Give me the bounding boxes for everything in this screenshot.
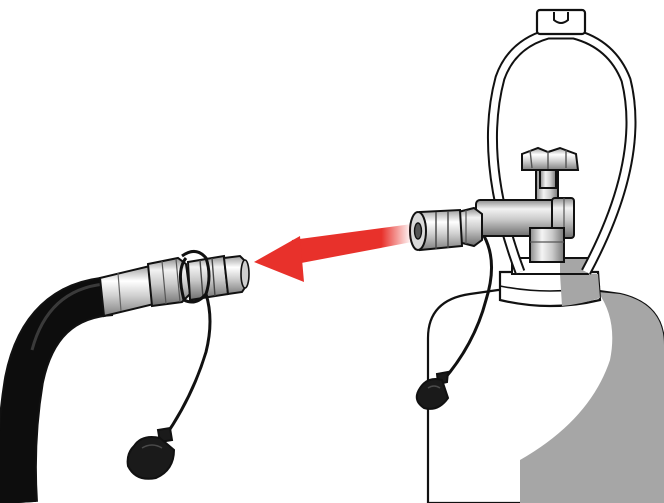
dust-cap-icon bbox=[128, 428, 174, 479]
hose-icon bbox=[17, 284, 112, 503]
disconnect-arrow-icon bbox=[254, 224, 412, 282]
valve-handwheel-icon bbox=[522, 148, 578, 188]
quick-coupler-plug-icon bbox=[100, 251, 249, 478]
